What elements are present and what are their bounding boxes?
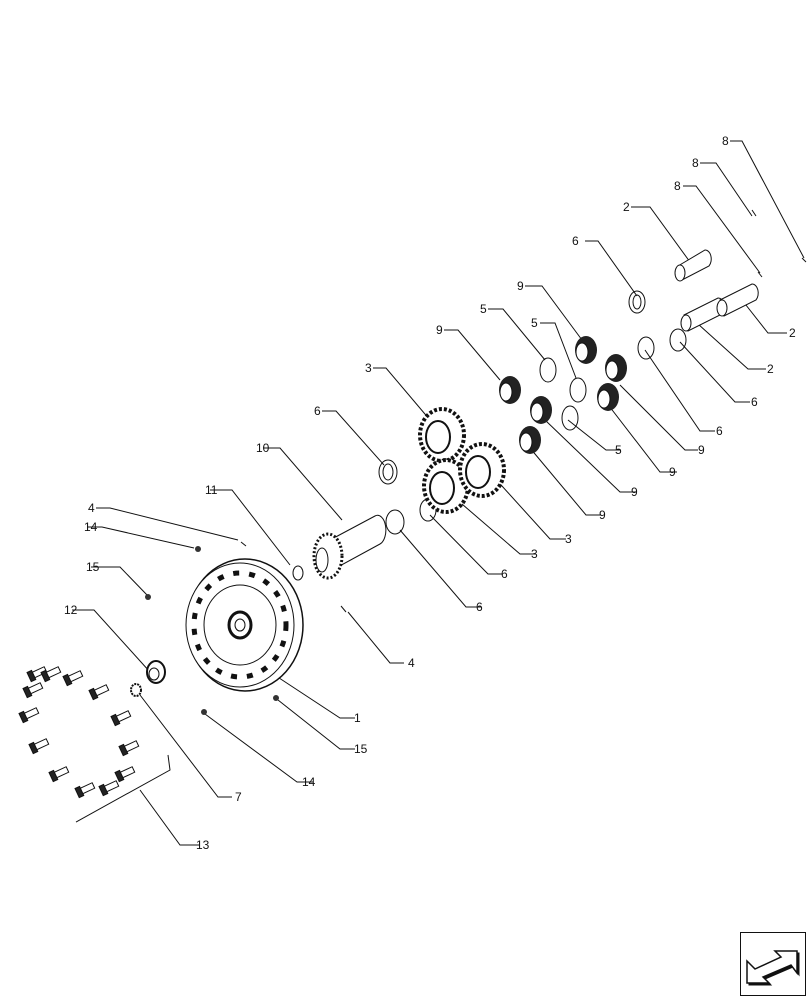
label-5: 5 bbox=[480, 302, 487, 316]
label-6: 6 bbox=[716, 424, 723, 438]
pins-8 bbox=[751, 209, 807, 278]
sun-shaft-10 bbox=[312, 514, 387, 580]
plugs-14-15 bbox=[145, 546, 279, 715]
label-3: 3 bbox=[565, 532, 572, 546]
label-6: 6 bbox=[314, 404, 321, 418]
snap-ring-11 bbox=[292, 565, 304, 581]
hub-housing-1 bbox=[185, 558, 304, 692]
label-3: 3 bbox=[365, 361, 372, 375]
label-14: 14 bbox=[302, 775, 316, 789]
plug-7 bbox=[130, 683, 142, 697]
rings-5 bbox=[539, 357, 587, 431]
label-1: 1 bbox=[354, 711, 361, 725]
label-9: 9 bbox=[631, 485, 638, 499]
label-9: 9 bbox=[599, 508, 606, 522]
label-9: 9 bbox=[669, 465, 676, 479]
label-6: 6 bbox=[751, 395, 758, 409]
return-navigation-button[interactable] bbox=[740, 932, 806, 996]
label-6: 6 bbox=[501, 567, 508, 581]
label-4: 4 bbox=[88, 501, 95, 515]
bolts-13 bbox=[18, 666, 140, 799]
label-8: 8 bbox=[722, 134, 729, 148]
label-13: 13 bbox=[196, 838, 210, 852]
label-14: 14 bbox=[84, 520, 98, 534]
label-6: 6 bbox=[572, 234, 579, 248]
dowels-4 bbox=[240, 541, 347, 613]
washers-6 bbox=[378, 290, 687, 535]
leader-lines bbox=[72, 140, 805, 846]
label-15: 15 bbox=[86, 560, 100, 574]
return-arrow-icon bbox=[746, 950, 800, 986]
label-8: 8 bbox=[674, 179, 681, 193]
label-5: 5 bbox=[531, 316, 538, 330]
label-12: 12 bbox=[64, 603, 78, 617]
label-6: 6 bbox=[476, 600, 483, 614]
label-2: 2 bbox=[623, 200, 630, 214]
label-2: 2 bbox=[789, 326, 796, 340]
label-10: 10 bbox=[256, 441, 270, 455]
fill-plug-12 bbox=[146, 660, 166, 684]
label-5: 5 bbox=[615, 443, 622, 457]
label-4: 4 bbox=[408, 656, 415, 670]
label-15: 15 bbox=[354, 742, 368, 756]
label-9: 9 bbox=[436, 323, 443, 337]
label-7: 7 bbox=[235, 790, 242, 804]
label-9: 9 bbox=[698, 443, 705, 457]
bearings-9 bbox=[499, 336, 627, 454]
shafts-2 bbox=[674, 249, 759, 332]
callout-labels: 8 8 8 2 6 9 5 5 9 3 6 10 11 4 14 15 12 2… bbox=[64, 134, 796, 852]
label-3: 3 bbox=[531, 547, 538, 561]
label-8: 8 bbox=[692, 156, 699, 170]
label-11: 11 bbox=[205, 483, 218, 497]
label-2: 2 bbox=[767, 362, 774, 376]
planet-gears-3 bbox=[418, 407, 506, 514]
label-9: 9 bbox=[517, 279, 524, 293]
